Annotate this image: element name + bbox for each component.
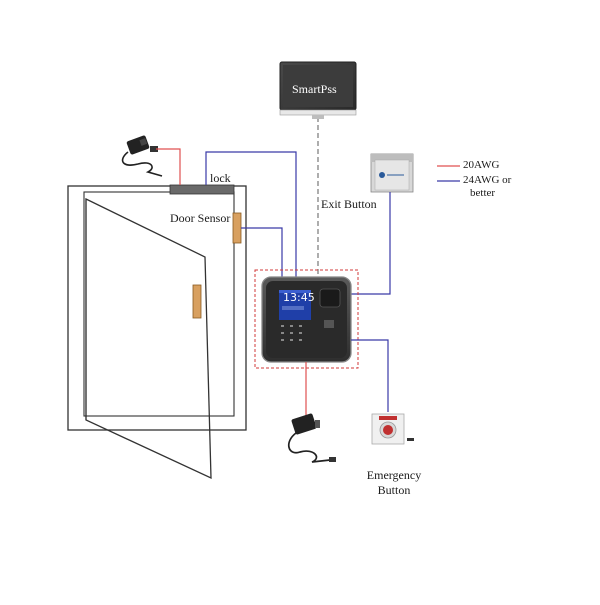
emergency-button-label-line2: Button	[377, 483, 411, 497]
access-control-device-icon	[261, 276, 352, 363]
wire-power-lock	[156, 148, 181, 185]
door-leaf	[85, 197, 212, 480]
emergency-button-icon	[371, 413, 414, 445]
legend-label-20awg: 20AWG	[463, 159, 500, 171]
lock-device	[169, 184, 235, 195]
door-handle	[192, 284, 202, 319]
wire-device-emergency	[351, 339, 389, 412]
legend-label-24awg-line2: better	[470, 187, 496, 199]
exit-button-icon	[370, 153, 414, 193]
legend-label-24awg-line1: 24AWG or	[463, 174, 512, 186]
door-sensor	[232, 212, 242, 244]
lock-label: lock	[210, 171, 231, 185]
wire-exit-device	[351, 192, 391, 295]
door-frame-inner	[83, 191, 235, 417]
monitor-icon	[279, 61, 357, 119]
door-sensor-label: Door Sensor	[170, 211, 231, 225]
exit-button-label: Exit Button	[321, 197, 377, 211]
power-adapter-bottom-icon	[287, 413, 336, 463]
monitor-label: SmartPss	[292, 82, 337, 96]
door-frame	[67, 185, 247, 431]
wire-lock-device	[205, 151, 297, 277]
device-time: 13:45	[283, 291, 315, 304]
wire-sensor-device	[241, 227, 283, 277]
power-adapter-top-icon	[121, 135, 163, 177]
emergency-button-label-line1: Emergency	[366, 468, 422, 482]
